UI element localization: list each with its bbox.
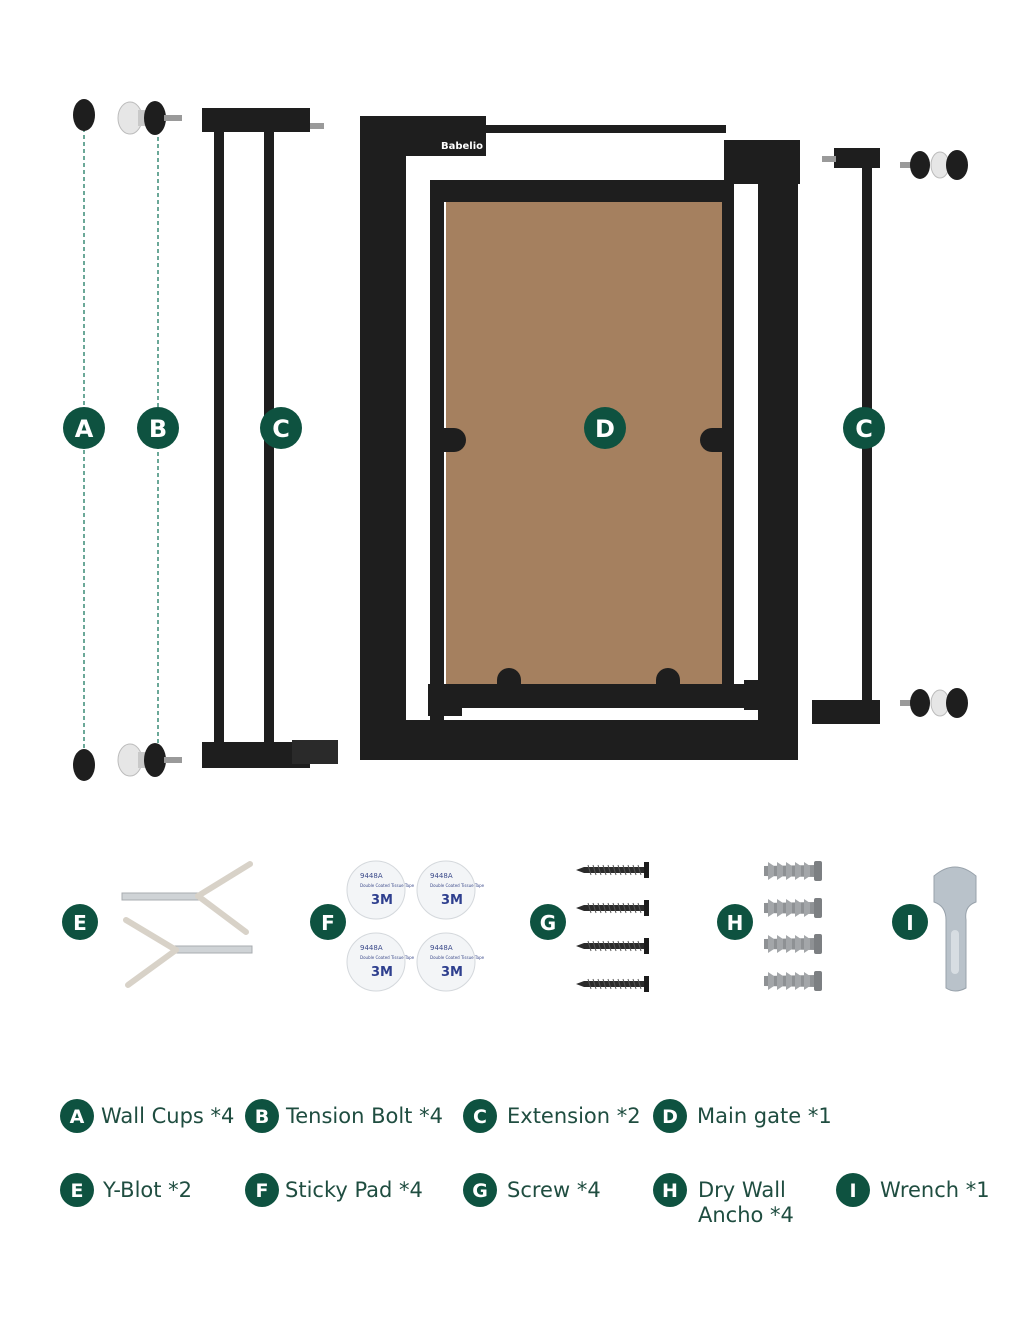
sticky-pad: 9448A Double Coated Tissue Tape 3M bbox=[416, 932, 485, 992]
legend-label: Wall Cups *4 bbox=[101, 1104, 234, 1128]
legend-label: Screw *4 bbox=[507, 1178, 601, 1202]
legend-label: Y-Blot *2 bbox=[102, 1178, 192, 1202]
svg-text:C: C bbox=[473, 1106, 487, 1128]
legend-item-f: F Sticky Pad *4 bbox=[245, 1173, 423, 1207]
sticky-pad-desc: Double Coated Tissue Tape bbox=[360, 883, 415, 888]
svg-text:I: I bbox=[906, 911, 913, 935]
screw bbox=[576, 862, 649, 878]
badge-g: G bbox=[530, 904, 566, 940]
sticky-pad-desc: Double Coated Tissue Tape bbox=[430, 955, 485, 960]
legend-item-h: H Dry Wall Ancho *4 bbox=[653, 1173, 794, 1227]
sticky-pad-desc: Double Coated Tissue Tape bbox=[430, 883, 485, 888]
drywall-anchor bbox=[764, 971, 822, 991]
legend-label: Extension *2 bbox=[507, 1104, 641, 1128]
screws-illustration bbox=[576, 862, 649, 992]
badge-e: E bbox=[62, 904, 98, 940]
legend-item-g: G Screw *4 bbox=[463, 1173, 601, 1207]
drywall-anchor bbox=[764, 898, 822, 918]
sticky-pad-brand: 3M bbox=[441, 893, 463, 908]
badge-h: H bbox=[717, 904, 753, 940]
svg-text:A: A bbox=[70, 1106, 85, 1128]
y-bolts-illustration bbox=[121, 861, 253, 988]
sticky-pad-code: 9448A bbox=[430, 944, 453, 952]
legend-item-b: B Tension Bolt *4 bbox=[245, 1099, 443, 1133]
svg-text:D: D bbox=[662, 1106, 678, 1128]
sticky-pad: 9448A Double Coated Tissue Tape 3M bbox=[346, 860, 415, 920]
svg-text:I: I bbox=[849, 1180, 856, 1202]
legend-label: Tension Bolt *4 bbox=[285, 1104, 443, 1128]
svg-text:E: E bbox=[71, 1180, 84, 1202]
svg-text:G: G bbox=[540, 911, 556, 935]
legend: A Wall Cups *4 B Tension Bolt *4 C Exten… bbox=[60, 1099, 990, 1227]
legend-label: Wrench *1 bbox=[880, 1178, 990, 1202]
badge-d: D bbox=[584, 407, 626, 449]
screw bbox=[576, 938, 649, 954]
badge-a: A bbox=[63, 407, 105, 449]
badge-b: B bbox=[137, 407, 179, 449]
sticky-pad-brand: 3M bbox=[441, 965, 463, 980]
legend-item-a: A Wall Cups *4 bbox=[60, 1099, 234, 1133]
legend-label: Main gate *1 bbox=[697, 1104, 832, 1128]
drywall-anchor bbox=[764, 861, 822, 881]
badge-f: F bbox=[310, 904, 346, 940]
legend-item-e: E Y-Blot *2 bbox=[60, 1173, 192, 1207]
svg-text:F: F bbox=[256, 1180, 269, 1202]
screw bbox=[576, 900, 649, 916]
svg-text:B: B bbox=[149, 415, 167, 443]
sticky-pad-brand: 3M bbox=[371, 965, 393, 980]
sticky-pad-code: 9448A bbox=[360, 872, 383, 880]
legend-label: Sticky Pad *4 bbox=[285, 1178, 423, 1202]
svg-text:H: H bbox=[727, 911, 744, 935]
svg-text:D: D bbox=[595, 415, 615, 443]
drywall-anchor bbox=[764, 934, 822, 954]
svg-text:C: C bbox=[272, 415, 290, 443]
svg-text:C: C bbox=[855, 415, 873, 443]
legend-label-line2: Ancho *4 bbox=[698, 1203, 794, 1227]
main-gate-illustration: Babelio bbox=[360, 116, 800, 760]
brand-mark: Babelio bbox=[441, 141, 483, 152]
tension-bolts-illustration bbox=[117, 101, 182, 777]
screw bbox=[576, 976, 649, 992]
drywall-anchors-illustration bbox=[764, 861, 822, 991]
sticky-pad: 9448A Double Coated Tissue Tape 3M bbox=[416, 860, 485, 920]
legend-item-c: C Extension *2 bbox=[463, 1099, 641, 1133]
badge-c-left: C bbox=[260, 407, 302, 449]
svg-text:E: E bbox=[73, 911, 87, 935]
legend-item-i: I Wrench *1 bbox=[836, 1173, 990, 1207]
svg-text:G: G bbox=[472, 1180, 488, 1202]
badge-c-right: C bbox=[843, 407, 885, 449]
sticky-pad-code: 9448A bbox=[360, 944, 383, 952]
svg-text:B: B bbox=[255, 1106, 269, 1128]
legend-item-d: D Main gate *1 bbox=[653, 1099, 832, 1133]
wrench-illustration bbox=[933, 866, 977, 992]
legend-label: Dry Wall bbox=[698, 1178, 786, 1202]
tension-bolts-right-illustration bbox=[900, 150, 968, 718]
sticky-pads-illustration: 9448A Double Coated Tissue Tape 3M 9448A Dou… bbox=[346, 860, 485, 992]
sticky-pad-brand: 3M bbox=[371, 893, 393, 908]
sticky-pad-code: 9448A bbox=[430, 872, 453, 880]
svg-text:A: A bbox=[75, 415, 94, 443]
svg-text:F: F bbox=[321, 911, 335, 935]
sticky-pad: 9448A Double Coated Tissue Tape 3M bbox=[346, 932, 415, 992]
badge-i: I bbox=[892, 904, 928, 940]
sticky-pad-desc: Double Coated Tissue Tape bbox=[360, 955, 415, 960]
svg-text:H: H bbox=[662, 1180, 678, 1202]
